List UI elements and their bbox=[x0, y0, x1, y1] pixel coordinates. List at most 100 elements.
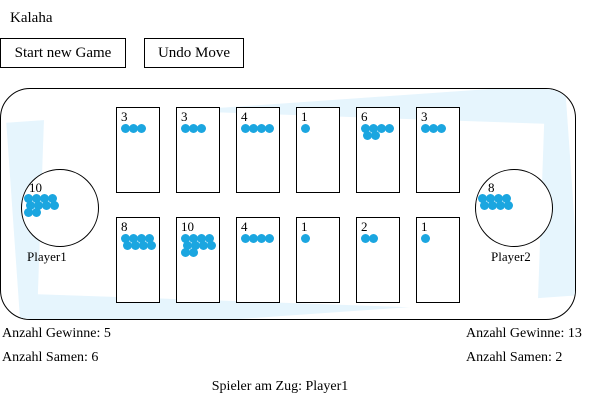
seed bbox=[32, 194, 41, 203]
pit-count: 3 bbox=[181, 109, 188, 124]
store-label-player2: Player2 bbox=[491, 249, 531, 264]
seed bbox=[369, 234, 378, 243]
pit-count: 1 bbox=[301, 219, 308, 234]
seed bbox=[26, 201, 35, 210]
player1-seeds: Anzahl Samen: 6 bbox=[2, 350, 99, 365]
seed bbox=[24, 194, 33, 203]
seed bbox=[241, 124, 250, 133]
store-label-player1: Player1 bbox=[27, 249, 67, 264]
seed bbox=[24, 208, 33, 217]
game-board: 10 Player1 8 Player2 3 3 4 1 6 3 8 10 bbox=[0, 88, 576, 320]
seed bbox=[34, 201, 43, 210]
seed bbox=[265, 234, 274, 243]
seed bbox=[189, 248, 198, 257]
undo-move-button[interactable]: Undo Move bbox=[144, 38, 244, 68]
pit-bottom-4[interactable]: 1 bbox=[296, 217, 340, 303]
pit-bottom-5[interactable]: 2 bbox=[356, 217, 400, 303]
seed bbox=[199, 241, 208, 250]
seed bbox=[361, 124, 370, 133]
seed bbox=[42, 201, 51, 210]
pit-bottom-2[interactable]: 10 bbox=[176, 217, 220, 303]
pit-seeds bbox=[421, 124, 461, 164]
start-new-game-button[interactable]: Start new Game bbox=[0, 38, 126, 68]
seed bbox=[32, 208, 41, 217]
seed bbox=[377, 124, 386, 133]
seed bbox=[488, 201, 497, 210]
pit-top-4[interactable]: 1 bbox=[296, 107, 340, 193]
pit-count: 3 bbox=[121, 109, 128, 124]
seed bbox=[265, 124, 274, 133]
seed bbox=[257, 234, 266, 243]
seed bbox=[197, 234, 206, 243]
seed bbox=[486, 194, 495, 203]
store-count: 10 bbox=[29, 180, 42, 195]
pit-seeds bbox=[241, 124, 281, 164]
pit-count: 6 bbox=[361, 109, 368, 124]
seed bbox=[494, 194, 503, 203]
app-title: Kalaha bbox=[10, 10, 53, 26]
pit-top-2[interactable]: 3 bbox=[176, 107, 220, 193]
seed bbox=[241, 234, 250, 243]
seed bbox=[181, 234, 190, 243]
seed bbox=[121, 234, 130, 243]
store-seeds bbox=[478, 194, 548, 224]
seed bbox=[181, 248, 190, 257]
player2-wins: Anzahl Gewinne: 13 bbox=[466, 326, 582, 341]
seed bbox=[421, 124, 430, 133]
pit-top-6[interactable]: 3 bbox=[416, 107, 460, 193]
seed bbox=[50, 201, 59, 210]
seed bbox=[371, 131, 380, 140]
pit-count: 4 bbox=[241, 109, 248, 124]
seed bbox=[437, 124, 446, 133]
seed bbox=[189, 124, 198, 133]
seed bbox=[189, 234, 198, 243]
pit-count: 1 bbox=[301, 109, 308, 124]
seed bbox=[121, 124, 130, 133]
seed bbox=[137, 234, 146, 243]
seed bbox=[191, 241, 200, 250]
seed bbox=[301, 124, 310, 133]
pit-seeds bbox=[361, 124, 401, 164]
pit-count: 1 bbox=[421, 219, 428, 234]
seed bbox=[48, 194, 57, 203]
seed bbox=[421, 234, 430, 243]
turn-indicator: Spieler am Zug: Player1 bbox=[211, 379, 349, 394]
seed bbox=[257, 124, 266, 133]
pit-count: 4 bbox=[241, 219, 248, 234]
seed bbox=[363, 131, 372, 140]
seed bbox=[369, 124, 378, 133]
seed bbox=[478, 194, 487, 203]
player1-wins: Anzahl Gewinne: 5 bbox=[2, 326, 111, 341]
seed bbox=[480, 201, 489, 210]
seed bbox=[249, 124, 258, 133]
seed bbox=[385, 124, 394, 133]
seed bbox=[147, 241, 156, 250]
seed bbox=[504, 201, 513, 210]
pit-top-1[interactable]: 3 bbox=[116, 107, 160, 193]
pit-count: 3 bbox=[421, 109, 428, 124]
pit-seeds bbox=[301, 234, 341, 274]
seed bbox=[181, 124, 190, 133]
pit-bottom-6[interactable]: 1 bbox=[416, 217, 460, 303]
pit-seeds bbox=[421, 234, 461, 274]
pit-top-5[interactable]: 6 bbox=[356, 107, 400, 193]
store-player1: 10 bbox=[21, 169, 99, 247]
pit-seeds bbox=[121, 234, 161, 274]
player2-seeds: Anzahl Samen: 2 bbox=[466, 350, 563, 365]
seed bbox=[205, 234, 214, 243]
pit-top-3[interactable]: 4 bbox=[236, 107, 280, 193]
pit-bottom-1[interactable]: 8 bbox=[116, 217, 160, 303]
store-seeds bbox=[24, 194, 94, 224]
board-background-inner bbox=[37, 106, 545, 312]
seed bbox=[145, 234, 154, 243]
seed bbox=[137, 124, 146, 133]
seed bbox=[361, 234, 370, 243]
seed bbox=[129, 124, 138, 133]
store-player2: 8 bbox=[475, 169, 553, 247]
seed bbox=[249, 234, 258, 243]
seed bbox=[139, 241, 148, 250]
pit-bottom-3[interactable]: 4 bbox=[236, 217, 280, 303]
pit-count: 10 bbox=[181, 219, 194, 234]
seed bbox=[131, 241, 140, 250]
pit-seeds bbox=[301, 124, 341, 164]
